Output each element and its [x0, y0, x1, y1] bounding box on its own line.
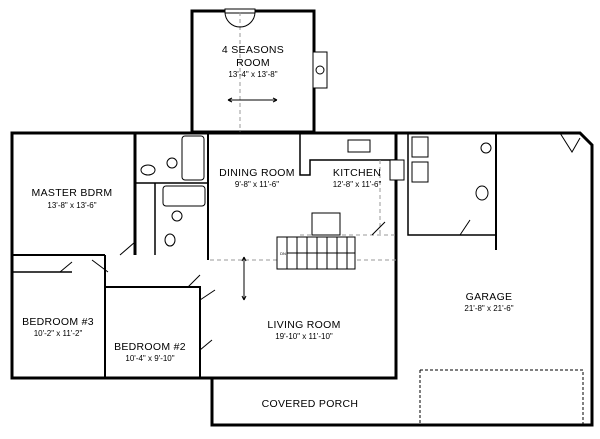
sink-icon [475, 185, 489, 201]
fixtures [140, 135, 492, 247]
toilet-icon [166, 157, 178, 169]
room-dimensions: 19'-10" x 11'-10" [275, 332, 333, 341]
room-name: COVERED PORCH [262, 398, 359, 410]
toilet-icon [171, 210, 183, 222]
sink-icon [140, 164, 156, 176]
dryer-icon [411, 161, 429, 183]
room-name: MASTER BDRM [32, 187, 113, 199]
stairs: DN [276, 236, 356, 270]
kitchen-sink-icon [347, 139, 371, 153]
room-dimensions: 12'-8" x 11'-6" [333, 180, 382, 189]
toilet-icon [480, 142, 492, 154]
island-icon [311, 212, 341, 236]
room-dimensions: 13'-8" x 13'-6" [47, 201, 96, 210]
stove-icon [389, 159, 405, 181]
sink-icon [164, 233, 176, 247]
doors [59, 219, 471, 351]
washer-icon [411, 136, 429, 158]
room-name: BEDROOM #3 [22, 316, 94, 328]
room-name: ROOM [236, 57, 270, 69]
room-dimensions: 13'-4" x 13'-8" [228, 70, 277, 79]
bathtub-icon [181, 135, 205, 181]
room-dimensions: 10'-2" x 11'-2" [34, 329, 83, 338]
interior-walls [12, 133, 497, 378]
room-name: DINING ROOM [219, 167, 295, 179]
stair-label: DN [280, 251, 286, 256]
room-dimensions: 9'-8" x 11'-6" [235, 180, 279, 189]
room-dimensions: 21'-8" x 21'-6" [464, 304, 513, 313]
porch-walls [210, 378, 396, 427]
room-name: GARAGE [466, 291, 513, 303]
garage-walls [396, 131, 594, 427]
room-dimensions: 10'-4" x 9'-10" [125, 354, 174, 363]
bathtub-icon [162, 185, 206, 207]
room-name: BEDROOM #2 [114, 341, 186, 353]
house-outline [10, 131, 398, 380]
four-seasons-room: 4 SEASONS ROOM 13'-4" x 13'-8" [190, 8, 328, 134]
room-name: KITCHEN [333, 167, 381, 179]
room-name: LIVING ROOM [267, 319, 340, 331]
room-name: 4 SEASONS [222, 44, 284, 56]
fireplace-icon [312, 51, 328, 89]
